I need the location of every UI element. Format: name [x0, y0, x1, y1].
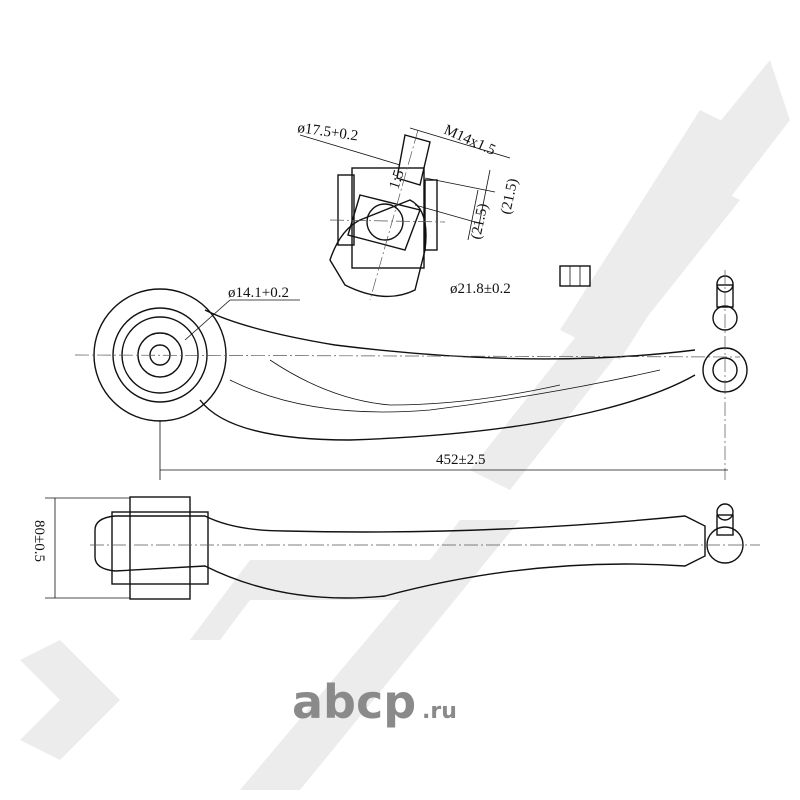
ball-joint-section	[299, 127, 511, 301]
svg-text:abcp: abcp	[292, 675, 416, 729]
control-arm-top-view	[74, 270, 748, 480]
bushing-diameter-label: ø14.1+0.2	[228, 285, 289, 301]
height-b-label: (21.5)	[498, 177, 521, 216]
nut-icon	[559, 265, 591, 287]
watermark-logo	[20, 60, 790, 790]
abcp-logo: abcp .ru	[292, 675, 457, 729]
control-arm-side-view	[45, 496, 760, 600]
height-a-label: (21.5)	[468, 202, 491, 241]
ball-stud-diameter-label: ø17.5+0.2	[296, 120, 359, 144]
height-label: 80±0.5	[31, 520, 47, 562]
taper-label: 1:5	[387, 168, 408, 191]
nut-diameter-label: ø21.8±0.2	[450, 281, 511, 297]
svg-text:.ru: .ru	[422, 699, 457, 724]
thread-label: M14x1.5	[441, 122, 497, 159]
length-label: 452±2.5	[436, 452, 485, 468]
